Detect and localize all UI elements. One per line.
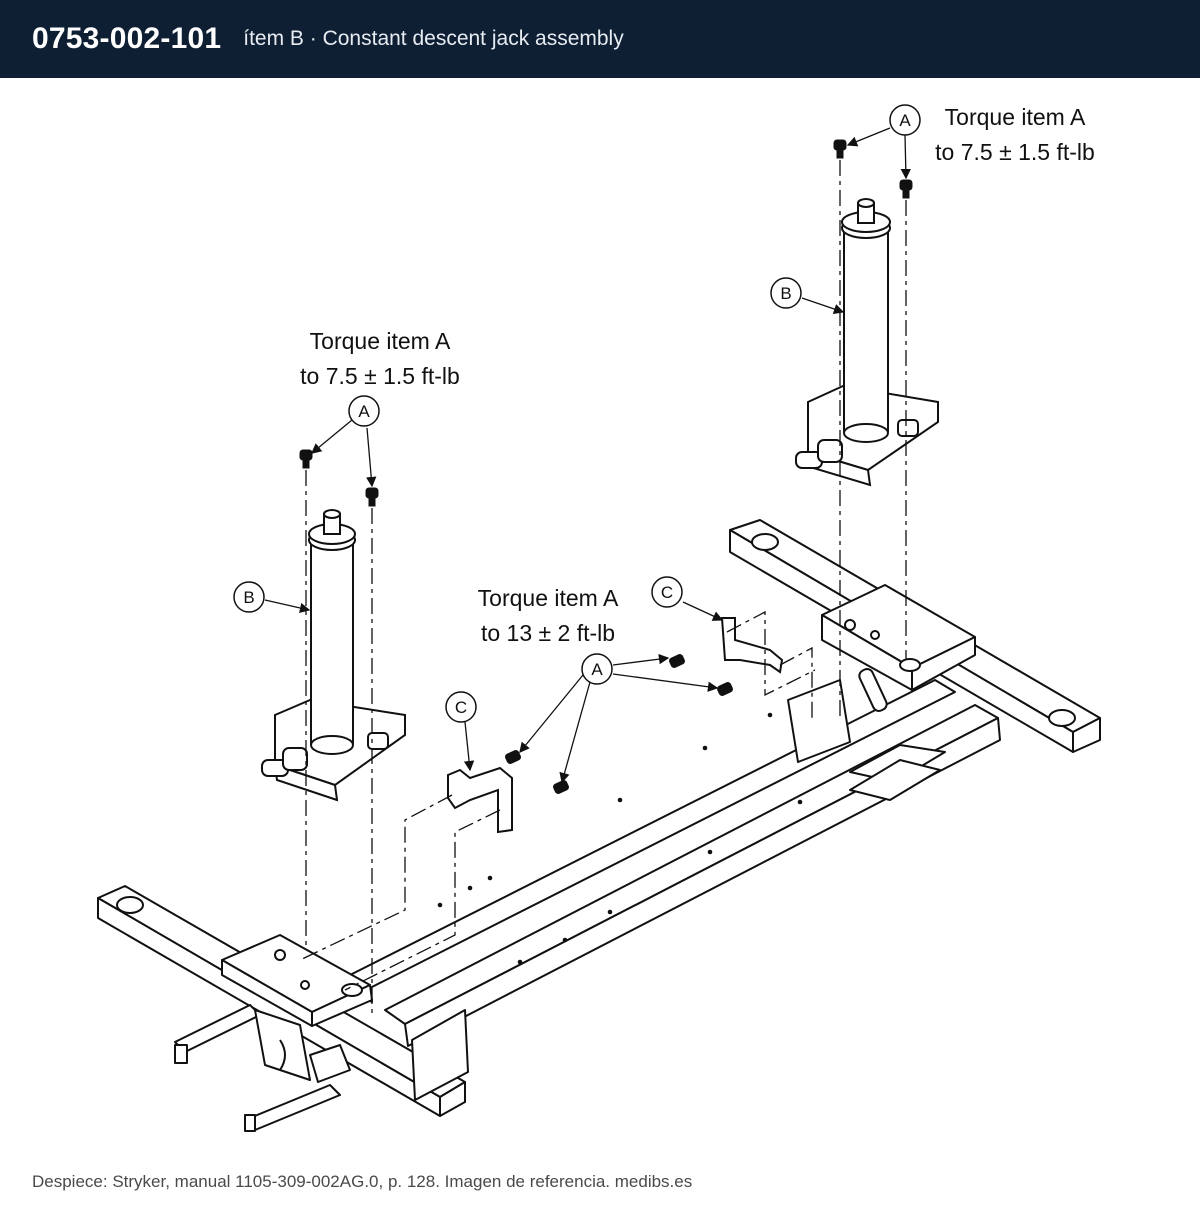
svg-text:A: A [899,111,911,130]
balloon-b-left: B [233,581,265,613]
page-subtitle: ítem B · Constant descent jack assembly [243,27,624,50]
base-frame [97,519,1101,1132]
svg-text:Torque item A: Torque item A [478,585,619,611]
torque-note-center: Torque item A to 13 ± 2 ft-lb [478,585,619,646]
torque-note-top-right: Torque item A to 7.5 ± 1.5 ft-lb [935,104,1095,165]
leader-lines [264,127,911,784]
svg-text:to 7.5 ± 1.5 ft-lb: to 7.5 ± 1.5 ft-lb [935,139,1095,165]
jack-cylinder-left [261,509,406,802]
balloon-a-left: A [348,395,380,427]
exploded-view-drawing: A A A B B C C Torque item A to 7.5 ± 1.5… [97,104,1101,1132]
svg-text:C: C [661,583,673,602]
balloon-a-right: A [889,104,921,136]
jack-cylinder-right [795,198,939,487]
screws [299,139,913,795]
svg-text:to 7.5 ± 1.5 ft-lb: to 7.5 ± 1.5 ft-lb [300,363,460,389]
svg-text:C: C [455,698,467,717]
svg-text:A: A [358,402,370,421]
torque-note-left: Torque item A to 7.5 ± 1.5 ft-lb [300,328,460,389]
svg-text:Torque item A: Torque item A [310,328,451,354]
svg-text:B: B [243,588,254,607]
svg-text:to 13 ± 2 ft-lb: to 13 ± 2 ft-lb [481,620,615,646]
svg-text:B: B [780,284,791,303]
footer-caption: Despiece: Stryker, manual 1105-309-002AG… [32,1172,693,1191]
balloon-b-right: B [770,277,802,309]
balloon-c-left: C [445,691,477,723]
header-bar: 0753-002-101 ítem B · Constant descent j… [0,0,1200,78]
svg-text:A: A [591,660,603,679]
part-number: 0753-002-101 [32,22,222,55]
balloon-c-right: C [651,576,683,608]
balloon-a-center: A [581,653,613,685]
svg-text:Torque item A: Torque item A [945,104,1086,130]
assembly-lines [299,160,907,1015]
spacer-brackets [447,617,784,834]
